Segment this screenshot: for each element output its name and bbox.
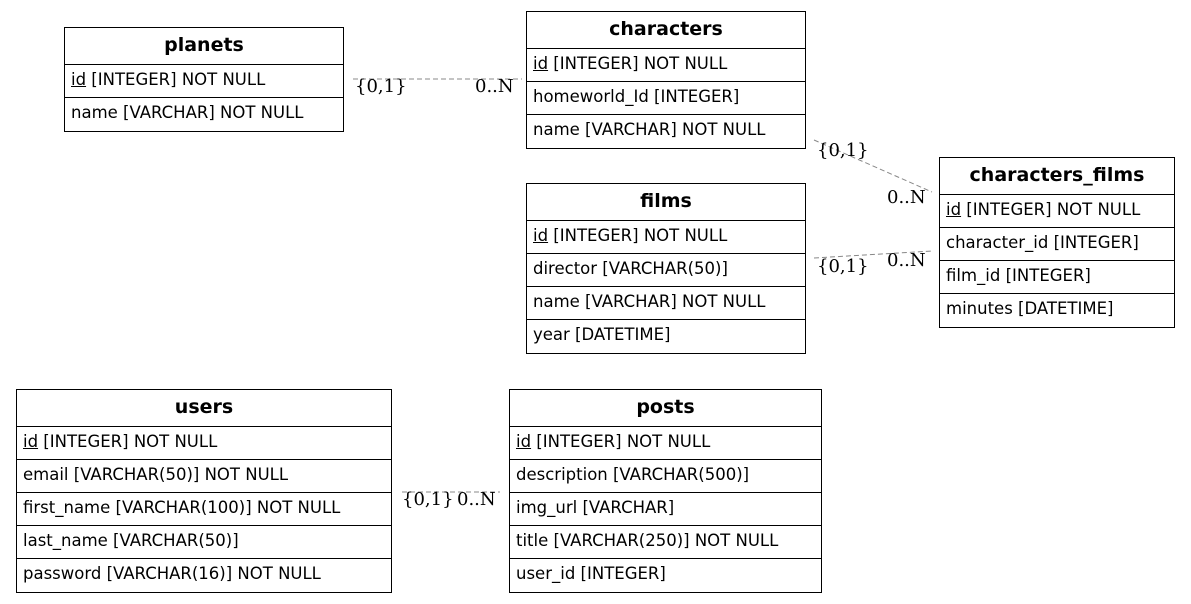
entity-title: users — [17, 390, 391, 427]
attribute-type: [INTEGER] NOT NULL — [548, 54, 728, 73]
attribute-name: year — [533, 325, 570, 344]
attribute-name: email — [23, 465, 69, 484]
attribute-row: name [VARCHAR] NOT NULL — [65, 98, 343, 131]
cardinality-label: 0..N — [887, 187, 926, 208]
cardinality-label: {0,1} — [817, 256, 869, 277]
entity-title: films — [527, 184, 805, 221]
entity-characters[interactable]: characters id [INTEGER] NOT NULL homewor… — [526, 11, 806, 149]
attribute-name: user_id — [516, 564, 576, 583]
attribute-row: password [VARCHAR(16)] NOT NULL — [17, 559, 391, 592]
attribute-type: [DATETIME] — [1012, 299, 1114, 318]
attribute-type: [VARCHAR] NOT NULL — [117, 103, 304, 122]
primary-key-name: id — [533, 54, 549, 73]
primary-key-name: id — [516, 432, 532, 451]
attribute-type: [VARCHAR(50)] NOT NULL — [68, 465, 289, 484]
attribute-row: film_id [INTEGER] — [940, 261, 1174, 294]
attribute-type: [INTEGER] NOT NULL — [531, 432, 711, 451]
attribute-type: [VARCHAR] NOT NULL — [579, 292, 766, 311]
attribute-type: [VARCHAR(16)] NOT NULL — [101, 564, 321, 583]
attribute-name: minutes — [946, 299, 1013, 318]
attribute-row: minutes [DATETIME] — [940, 294, 1174, 327]
attribute-name: description — [516, 465, 608, 484]
attribute-row: character_id [INTEGER] — [940, 228, 1174, 261]
primary-key-name: id — [533, 226, 549, 245]
attribute-type: [INTEGER] NOT NULL — [961, 200, 1141, 219]
attribute-row: name [VARCHAR] NOT NULL — [527, 115, 805, 148]
entity-title: planets — [65, 28, 343, 65]
attribute-type: [INTEGER] — [1000, 266, 1091, 285]
attribute-type: [VARCHAR] — [577, 498, 675, 517]
attribute-type: [INTEGER] NOT NULL — [38, 432, 218, 451]
entity-title: characters — [527, 12, 805, 49]
attribute-name: name — [533, 120, 580, 139]
attribute-row: id [INTEGER] NOT NULL — [510, 427, 821, 460]
relationship-edge — [813, 139, 933, 193]
attribute-row: first_name [VARCHAR(100)] NOT NULL — [17, 493, 391, 526]
attribute-row: id [INTEGER] NOT NULL — [65, 65, 343, 98]
primary-key-name: id — [946, 200, 962, 219]
entity-title: posts — [510, 390, 821, 427]
attribute-name: homeworld_Id — [533, 87, 649, 106]
attribute-row: homeworld_Id [INTEGER] — [527, 82, 805, 115]
attribute-name: password — [23, 564, 102, 583]
entity-films[interactable]: films id [INTEGER] NOT NULL director [VA… — [526, 183, 806, 354]
attribute-name: name — [533, 292, 580, 311]
attribute-name: name — [71, 103, 118, 122]
primary-key-name: id — [71, 70, 87, 89]
attribute-row: director [VARCHAR(50)] — [527, 254, 805, 287]
attribute-row: id [INTEGER] NOT NULL — [527, 49, 805, 82]
cardinality-label: 0..N — [475, 76, 514, 97]
attribute-row: year [DATETIME] — [527, 320, 805, 353]
entity-characters-films[interactable]: characters_films id [INTEGER] NOT NULL c… — [939, 157, 1175, 328]
primary-key-name: id — [23, 432, 39, 451]
attribute-type: [INTEGER] — [648, 87, 740, 106]
cardinality-label: 0..N — [457, 489, 496, 510]
attribute-type: [VARCHAR(250)] NOT NULL — [548, 531, 779, 550]
attribute-row: last_name [VARCHAR(50)] — [17, 526, 391, 559]
attribute-type: [DATETIME] — [569, 325, 671, 344]
cardinality-label: {0,1} — [355, 76, 407, 97]
attribute-name: character_id — [946, 233, 1049, 252]
attribute-row: id [INTEGER] NOT NULL — [527, 221, 805, 254]
attribute-row: description [VARCHAR(500)] — [510, 460, 821, 493]
attribute-row: user_id [INTEGER] — [510, 559, 821, 592]
attribute-type: [VARCHAR(50)] — [107, 531, 239, 550]
attribute-name: last_name — [23, 531, 108, 550]
entity-planets[interactable]: planets id [INTEGER] NOT NULL name [VARC… — [64, 27, 344, 132]
cardinality-label: {0,1} — [402, 489, 454, 510]
attribute-row: name [VARCHAR] NOT NULL — [527, 287, 805, 320]
attribute-name: first_name — [23, 498, 111, 517]
entity-posts[interactable]: posts id [INTEGER] NOT NULL description … — [509, 389, 822, 593]
attribute-type: [VARCHAR(100)] NOT NULL — [110, 498, 341, 517]
attribute-row: img_url [VARCHAR] — [510, 493, 821, 526]
attribute-row: title [VARCHAR(250)] NOT NULL — [510, 526, 821, 559]
attribute-type: [INTEGER] — [1048, 233, 1139, 252]
attribute-type: [INTEGER] — [575, 564, 666, 583]
cardinality-label: {0,1} — [817, 140, 869, 161]
entity-title: characters_films — [940, 158, 1174, 195]
attribute-name: img_url — [516, 498, 578, 517]
attribute-row: email [VARCHAR(50)] NOT NULL — [17, 460, 391, 493]
attribute-type: [VARCHAR(50)] — [597, 259, 728, 278]
attribute-type: [INTEGER] NOT NULL — [86, 70, 266, 89]
cardinality-label: 0..N — [887, 250, 926, 271]
attribute-type: [VARCHAR(500)] — [607, 465, 750, 484]
attribute-name: film_id — [946, 266, 1001, 285]
attribute-row: id [INTEGER] NOT NULL — [940, 195, 1174, 228]
relationship-edge — [813, 250, 933, 259]
attribute-type: [INTEGER] NOT NULL — [548, 226, 728, 245]
attribute-row: id [INTEGER] NOT NULL — [17, 427, 391, 460]
attribute-name: director — [533, 259, 598, 278]
attribute-name: title — [516, 531, 549, 550]
attribute-type: [VARCHAR] NOT NULL — [579, 120, 766, 139]
entity-users[interactable]: users id [INTEGER] NOT NULL email [VARCH… — [16, 389, 392, 593]
